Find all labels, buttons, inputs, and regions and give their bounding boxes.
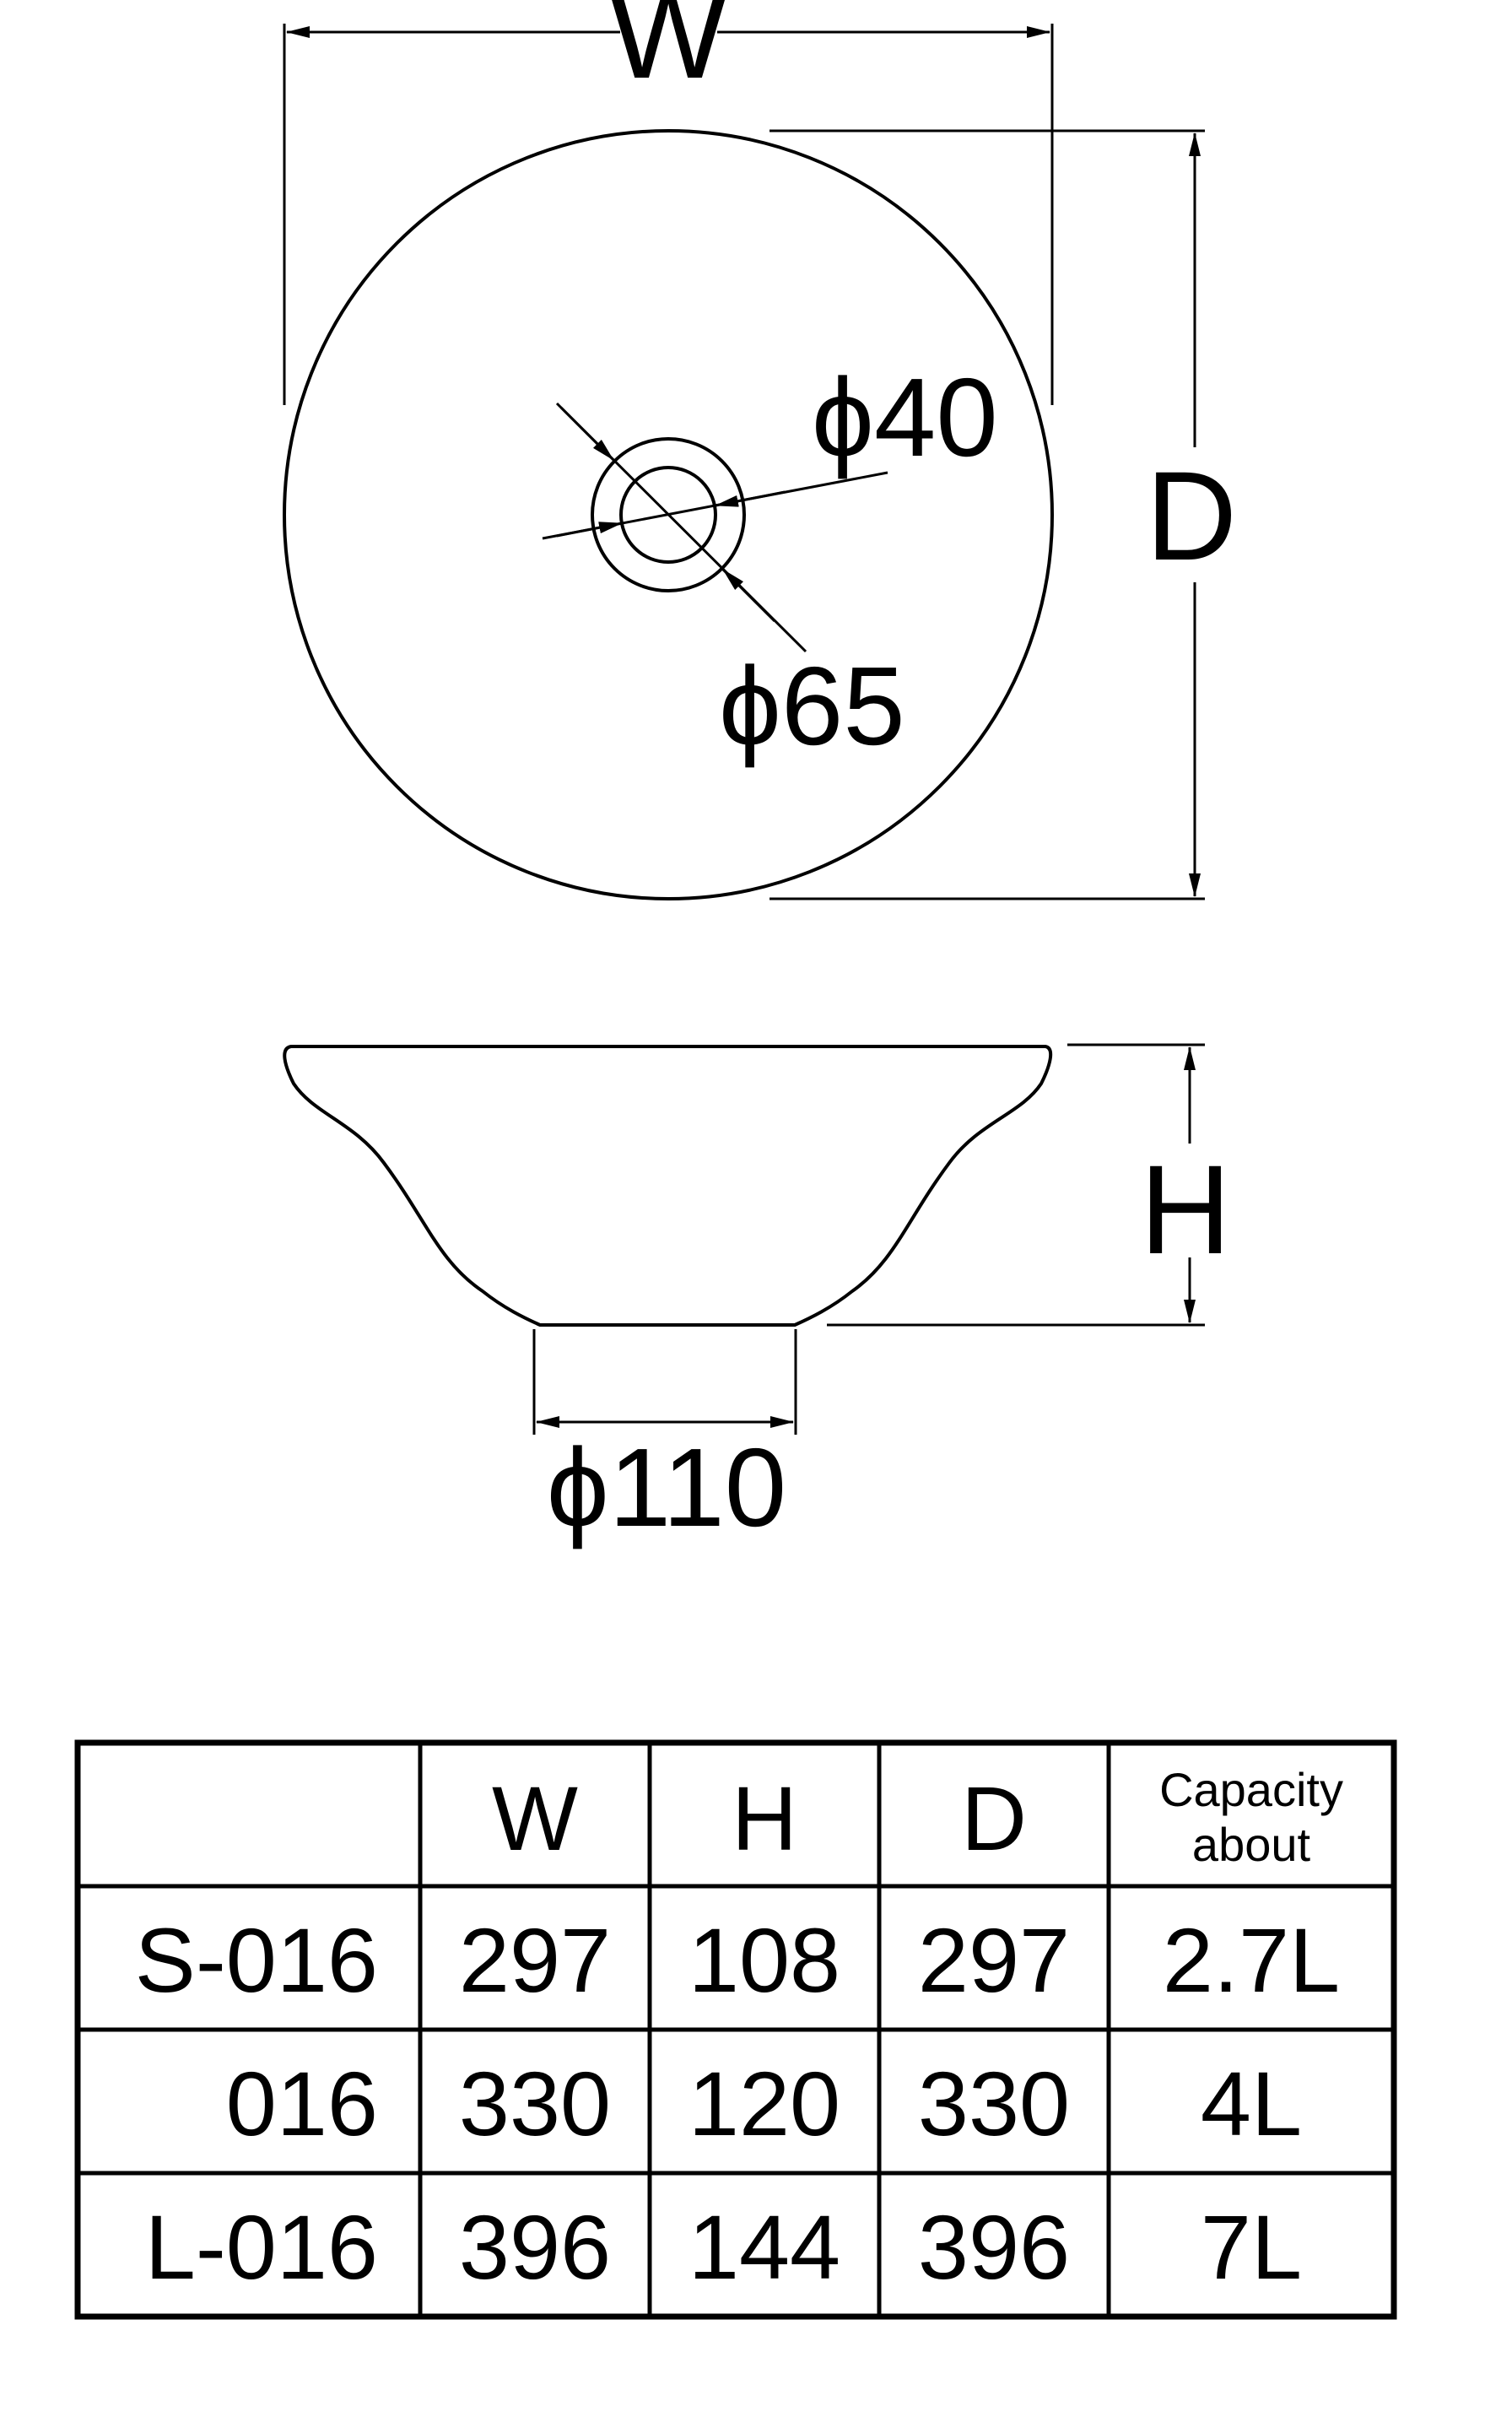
table-cell-w: 297 [459, 1909, 611, 2011]
table-header-d: D [961, 1767, 1027, 1869]
table-cell-d: 396 [918, 2196, 1070, 2298]
table-cell-capacity: 7L [1201, 2196, 1302, 2298]
table-cell-model: 016 [226, 2052, 378, 2155]
table-cell-model: L-016 [145, 2196, 378, 2298]
table-cell-capacity: 4L [1201, 2052, 1302, 2155]
top-view [283, 24, 1205, 900]
basin-rim-outline [283, 129, 1054, 900]
table-cell-d: 330 [918, 2052, 1070, 2155]
table-header-capacity-line2: about [1192, 1818, 1311, 1871]
table-cell-h: 120 [688, 2052, 840, 2155]
width-label: W [608, 0, 728, 105]
table-cell-d: 297 [918, 1909, 1070, 2011]
table-cell-model: S-016 [135, 1909, 378, 2011]
inner-diameter-arrow-b [715, 490, 786, 507]
depth-label: D [1146, 445, 1237, 587]
basin-side-profile [283, 1045, 1053, 1327]
base-diameter-label: ϕ110 [547, 1425, 786, 1549]
height-label: H [1140, 1138, 1231, 1280]
table-header-w: W [492, 1767, 578, 1869]
drain-outer-ring [591, 437, 746, 592]
table-cell-h: 108 [688, 1909, 840, 2011]
table-header-h: H [732, 1767, 797, 1869]
table-cell-capacity: 2.7L [1163, 1909, 1340, 2011]
table-header-capacity-line1: Capacity [1159, 1763, 1343, 1816]
dimension-table [74, 1739, 1397, 2320]
inner-diameter-arrow-a [556, 522, 623, 538]
outer-diameter-arrow-a [559, 406, 615, 462]
table-cell-w: 396 [459, 2196, 611, 2298]
table-cell-h: 144 [688, 2196, 840, 2298]
outer-diameter-label: ϕ65 [719, 644, 905, 768]
side-view [283, 1043, 1205, 1435]
table-cell-w: 330 [459, 2052, 611, 2155]
inner-diameter-label: ϕ40 [812, 355, 998, 479]
outer-diameter-arrow-b [721, 568, 776, 623]
drain-inner-ring [619, 466, 717, 564]
